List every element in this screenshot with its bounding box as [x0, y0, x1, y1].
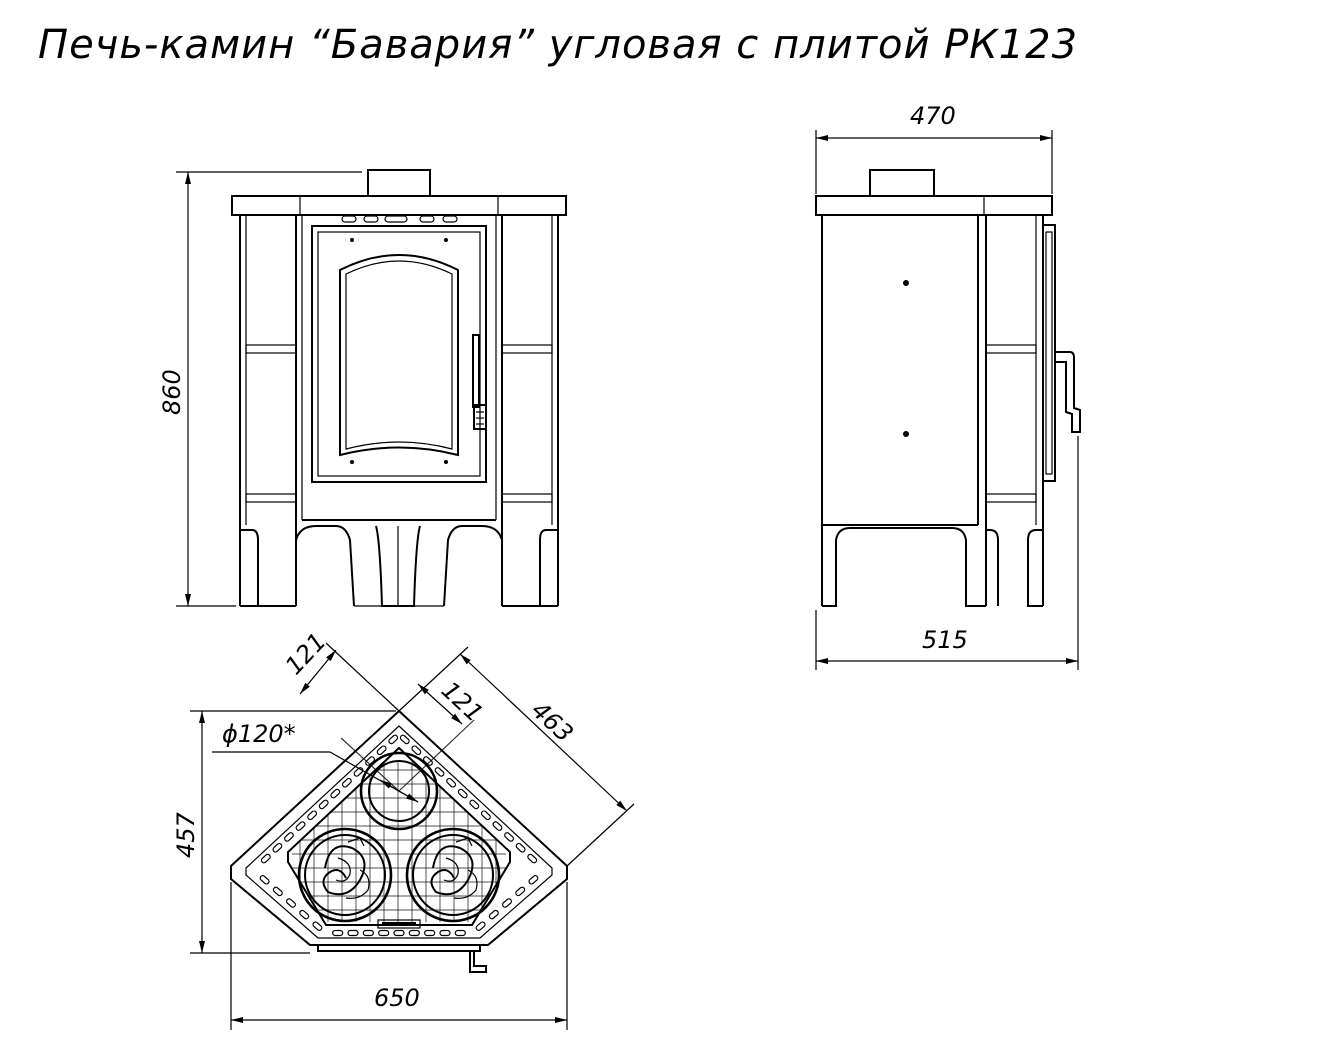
border-slot — [475, 921, 486, 931]
border-slot — [272, 842, 283, 853]
border-slot — [260, 853, 271, 864]
border-slot — [408, 929, 420, 937]
dim-121-left: 121 — [280, 627, 332, 680]
border-slot — [434, 767, 445, 777]
plan-handle — [469, 951, 487, 973]
border-slot — [439, 929, 451, 937]
dimension-side-top: 470 — [815, 102, 1053, 194]
front-door-glass — [339, 254, 459, 457]
border-slot — [454, 929, 466, 937]
dim-463: 463 — [526, 696, 579, 748]
plan-flue-outer — [359, 751, 439, 831]
border-slot — [376, 745, 387, 756]
plan-ornament-left — [322, 837, 370, 899]
border-slot — [488, 909, 499, 920]
drawing-title: Печь-камин “Бавария” угловая с плитой РК… — [38, 22, 1078, 68]
side-flue-collar — [869, 169, 935, 197]
dim-470: 470 — [910, 102, 956, 130]
dim-flue-diameter: ϕ120* — [222, 720, 296, 748]
side-handle — [1055, 351, 1081, 433]
dimension-flue-diameter: ϕ120* — [212, 720, 419, 803]
dimension-plan-width: 650 — [230, 882, 568, 1030]
border-slot — [504, 832, 514, 842]
border-slot — [424, 929, 436, 937]
border-slot — [318, 799, 329, 810]
border-slot — [492, 821, 503, 831]
border-slot — [527, 853, 538, 864]
border-slot — [284, 832, 294, 842]
dimension-plan-height: 457 — [172, 710, 396, 954]
border-slot — [353, 767, 364, 777]
plan-door-edge — [317, 944, 481, 952]
border-slot — [362, 929, 374, 937]
border-slot — [469, 799, 480, 810]
border-slot — [378, 929, 390, 937]
front-control-slots — [341, 215, 458, 223]
front-view — [231, 169, 567, 607]
dimension-side-bottom: 515 — [815, 436, 1079, 670]
border-slot — [411, 745, 422, 756]
plan-border-slots — [259, 734, 539, 937]
dim-121-right: 121 — [436, 676, 489, 728]
front-door — [311, 225, 487, 483]
border-slot — [272, 886, 283, 897]
border-slot — [388, 734, 399, 745]
front-top-plate — [231, 195, 567, 216]
border-slot — [347, 929, 359, 937]
border-slot — [480, 810, 491, 821]
side-top-plate — [815, 195, 1053, 216]
border-slot — [259, 875, 270, 885]
border-slot — [446, 777, 457, 788]
border-slot — [295, 821, 306, 831]
dim-860: 860 — [158, 369, 186, 415]
plan-logo-plate — [377, 919, 421, 929]
border-slot — [330, 788, 341, 799]
side-door-profile — [1042, 224, 1056, 482]
border-slot — [502, 898, 512, 908]
border-slot — [399, 734, 410, 745]
border-slot — [457, 788, 468, 799]
plan-burner-left — [297, 827, 393, 923]
border-slot — [515, 886, 526, 897]
border-slot — [393, 929, 405, 937]
border-slot — [307, 810, 318, 821]
border-slot — [299, 909, 310, 920]
border-slot — [528, 875, 539, 885]
side-view — [815, 169, 1081, 607]
plan-flue-inner — [368, 760, 430, 822]
border-slot — [515, 842, 526, 853]
front-flue-collar — [367, 169, 431, 197]
border-slot — [332, 929, 344, 937]
dim-650: 650 — [374, 984, 420, 1012]
plan-ornament-right — [430, 837, 478, 899]
dim-457: 457 — [172, 811, 200, 858]
plan-view — [230, 709, 568, 973]
front-door-handle — [472, 334, 480, 408]
border-slot — [312, 921, 323, 931]
dimension-front-height: 860 — [158, 171, 362, 607]
border-slot — [341, 777, 352, 788]
border-slot — [286, 898, 296, 908]
plan-burner-right — [405, 827, 501, 923]
dim-515: 515 — [922, 626, 968, 654]
